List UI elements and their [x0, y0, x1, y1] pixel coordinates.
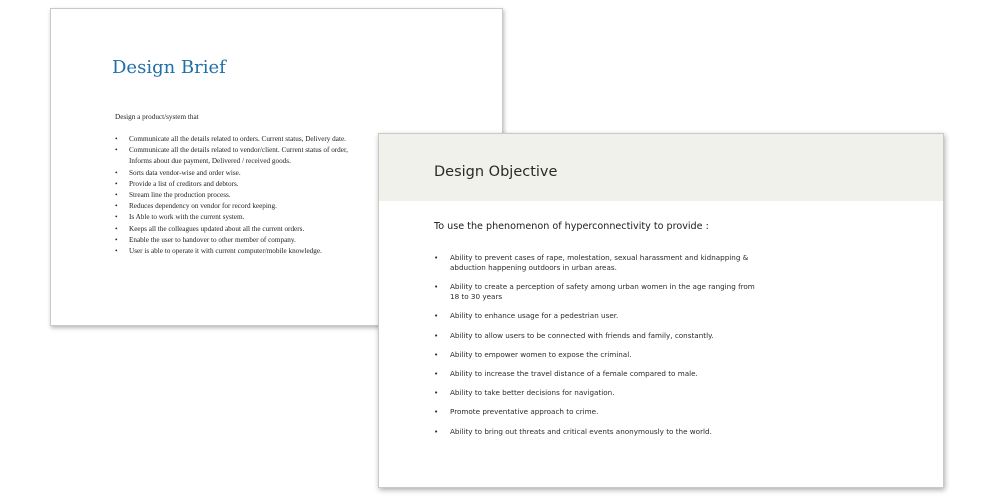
list-item-text: Communicate all the details related to v…: [129, 146, 348, 166]
list-item-text: Ability to enhance usage for a pedestria…: [450, 311, 619, 321]
list-item: • Provide a list of creditors and debtors…: [115, 179, 365, 190]
list-item: • Communicate all the details related to …: [115, 134, 365, 145]
list-item-text: Promote preventative approach to crime.: [450, 407, 599, 417]
list-item: • Ability to allow users to be connected …: [434, 331, 764, 341]
bullet-icon: •: [434, 330, 439, 340]
design-objective-slide: Design Objective To use the phenomenon o…: [378, 133, 944, 488]
list-item-text: User is able to operate it with current …: [129, 247, 322, 256]
bullet-icon: •: [115, 224, 118, 233]
list-item: • Stream line the production process.: [115, 190, 365, 201]
list-item-text: Sorts data vendor-wise and order wise.: [129, 168, 241, 177]
list-item-text: Keeps all the colleagues updated about a…: [129, 224, 305, 233]
list-item-text: Reduces dependency on vendor for record …: [129, 202, 277, 211]
list-item-text: Communicate all the details related to o…: [129, 135, 346, 143]
bullet-icon: •: [115, 146, 118, 155]
bullet-icon: •: [434, 282, 439, 292]
bullet-icon: •: [115, 191, 118, 200]
list-item-text: Provide a list of creditors and debtors.: [129, 179, 239, 188]
bullet-icon: •: [434, 407, 439, 417]
bullet-icon: •: [115, 168, 118, 177]
list-item: • Enable the user to handover to other me…: [115, 235, 365, 246]
list-item: • Promote preventative approach to crime.: [434, 407, 764, 417]
bullet-icon: •: [115, 235, 118, 244]
list-item-text: Ability to bring out threats and critica…: [450, 426, 712, 436]
list-item-text: Is Able to work with the current system.: [129, 213, 245, 222]
list-item: • User is able to operate it with current…: [115, 246, 365, 257]
list-item: • Ability to increase the travel distance…: [434, 369, 764, 379]
bullet-icon: •: [115, 247, 118, 256]
bullet-icon: •: [434, 311, 439, 321]
design-brief-title: Design Brief: [112, 57, 226, 78]
design-objective-lead: To use the phenomenon of hyperconnectivi…: [434, 221, 709, 232]
list-item: • Ability to bring out threats and critic…: [434, 427, 764, 437]
bullet-icon: •: [434, 388, 439, 398]
list-item: • Ability to empower women to expose the …: [434, 350, 764, 360]
bullet-icon: •: [115, 179, 118, 188]
list-item-text: Ability to increase the travel distance …: [450, 368, 698, 378]
list-item-text: Stream line the production process.: [129, 191, 231, 200]
list-item-text: Ability to empower women to expose the c…: [450, 349, 632, 359]
list-item: • Ability to enhance usage for a pedestri…: [434, 311, 764, 321]
list-item: • Reduces dependency on vendor for record…: [115, 201, 365, 212]
list-item-text: Ability to allow users to be connected w…: [450, 330, 714, 340]
list-item: • Ability to create a perception of safet…: [434, 282, 764, 302]
list-item: • Communicate all the details related to …: [115, 145, 365, 167]
design-objective-header-band: [379, 134, 943, 201]
design-brief-intro: Design a product/system that: [115, 113, 199, 121]
bullet-icon: •: [434, 253, 439, 262]
design-objective-list: • Ability to prevent cases of rape, moles…: [434, 253, 764, 446]
design-brief-list: • Communicate all the details related to …: [115, 134, 365, 257]
list-item: • Keeps all the colleagues updated about …: [115, 224, 365, 235]
list-item-text: Ability to take better decisions for nav…: [450, 388, 615, 398]
bullet-icon: •: [434, 368, 439, 378]
bullet-icon: •: [115, 135, 118, 143]
list-item: • Sorts data vendor-wise and order wise.: [115, 168, 365, 179]
list-item: • Is Able to work with the current system…: [115, 212, 365, 223]
bullet-icon: •: [434, 349, 439, 359]
bullet-icon: •: [434, 426, 439, 436]
list-item: • Ability to prevent cases of rape, moles…: [434, 253, 764, 273]
list-item-text: Ability to create a perception of safety…: [450, 282, 755, 302]
list-item-text: Enable the user to handover to other mem…: [129, 235, 296, 244]
design-objective-title: Design Objective: [434, 164, 558, 180]
list-item-text: Ability to prevent cases of rape, molest…: [450, 253, 749, 272]
bullet-icon: •: [115, 213, 118, 222]
list-item: • Ability to take better decisions for na…: [434, 388, 764, 398]
bullet-icon: •: [115, 202, 118, 211]
